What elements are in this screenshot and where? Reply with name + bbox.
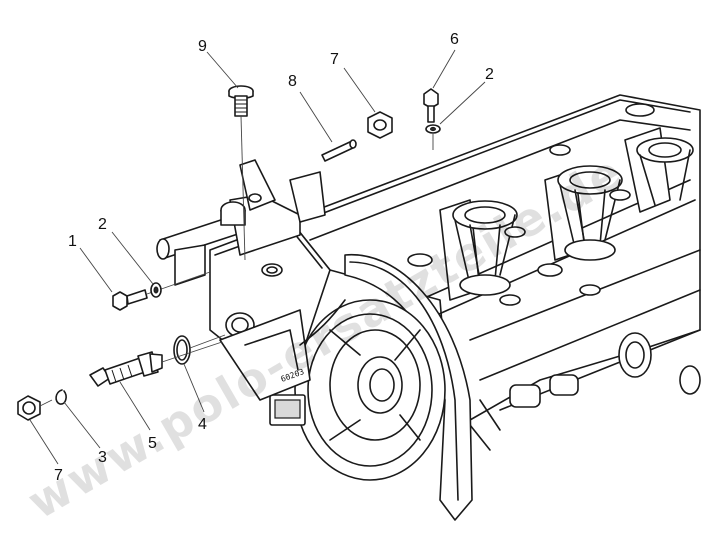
leader-lines [29,49,486,465]
nut-part-7-top [367,111,393,139]
callout-5: 5 [148,435,157,452]
callout-2-top: 2 [485,66,494,83]
nut-part-7-bottom [17,395,53,421]
bolt-part-6 [423,88,439,123]
callout-3: 3 [98,449,107,466]
cylinder-head [289,94,701,451]
callout-9: 9 [198,38,207,55]
bolt-part-9 [228,85,254,261]
circlip-part-3 [55,389,67,405]
callout-7-bottom: 7 [54,467,63,484]
callout-2-left: 2 [98,216,107,233]
callout-7-top: 7 [330,51,339,68]
camshaft-housing: 60203 [156,159,473,521]
callout-labels: 9 7 8 6 2 1 2 4 5 3 7 [54,31,494,484]
callout-8: 8 [288,73,297,90]
pin-part-8 [321,139,357,162]
washer-part-2-top [425,124,441,150]
callout-1: 1 [68,233,77,250]
sensor-part-5 [89,341,223,387]
callout-6: 6 [450,31,459,48]
callout-4: 4 [198,416,207,433]
washer-part-2-left [150,282,162,298]
